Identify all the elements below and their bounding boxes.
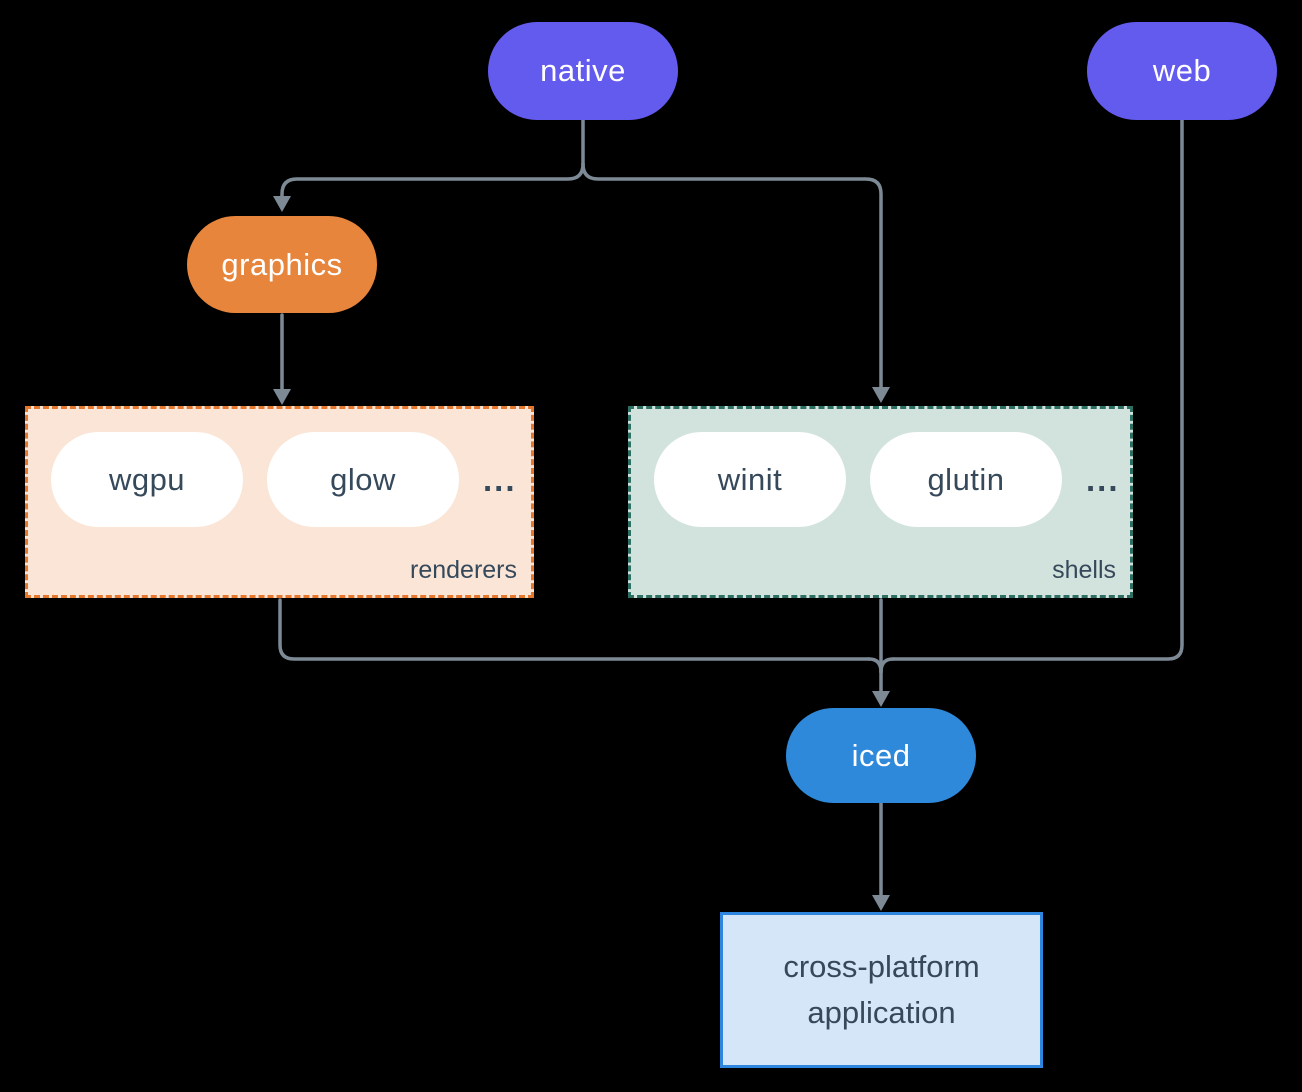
edge-renderers-merge xyxy=(278,598,871,661)
node-web-label: web xyxy=(1152,53,1212,88)
node-cross-platform-application: cross-platform application xyxy=(720,912,1043,1068)
node-iced: iced xyxy=(786,708,976,803)
node-winit-label: winit xyxy=(717,461,783,497)
node-winit: winit xyxy=(654,432,846,527)
edge-fork-to-graphics xyxy=(280,162,585,199)
arrowhead-graphics xyxy=(273,196,291,212)
node-web: web xyxy=(1087,22,1277,120)
arrowhead-app xyxy=(872,895,890,911)
renderers-group-label: renderers xyxy=(410,556,517,584)
arrowhead-shells xyxy=(872,387,890,403)
app-label-line2: application xyxy=(807,995,956,1030)
shells-group-label: shells xyxy=(1052,556,1116,584)
arrowhead-iced xyxy=(872,691,890,707)
app-label-line1: cross-platform xyxy=(783,949,980,985)
group-renderers: wgpu glow ... renderers xyxy=(25,406,534,598)
node-glow: glow xyxy=(267,432,459,527)
node-wgpu: wgpu xyxy=(51,432,243,527)
node-glutin: glutin xyxy=(870,432,1062,527)
merge-flare-right xyxy=(879,657,895,674)
node-graphics-label: graphics xyxy=(221,246,343,282)
renderers-pills: wgpu glow ... xyxy=(51,432,517,527)
arrowhead-renderers xyxy=(273,389,291,405)
node-graphics: graphics xyxy=(187,216,377,313)
node-native-label: native xyxy=(540,53,626,88)
group-shells: winit glutin ... shells xyxy=(628,406,1133,598)
shells-pills: winit glutin ... xyxy=(654,432,1120,527)
node-glow-label: glow xyxy=(330,461,396,497)
edge-web-merge xyxy=(891,118,1184,661)
edge-fork-to-shells xyxy=(581,162,883,390)
merge-flare-left xyxy=(867,657,883,674)
node-iced-label: iced xyxy=(851,737,911,773)
renderers-ellipsis: ... xyxy=(483,460,517,498)
shells-ellipsis: ... xyxy=(1086,460,1120,498)
node-wgpu-label: wgpu xyxy=(108,461,186,497)
node-glutin-label: glutin xyxy=(927,461,1005,497)
node-native: native xyxy=(488,22,678,120)
